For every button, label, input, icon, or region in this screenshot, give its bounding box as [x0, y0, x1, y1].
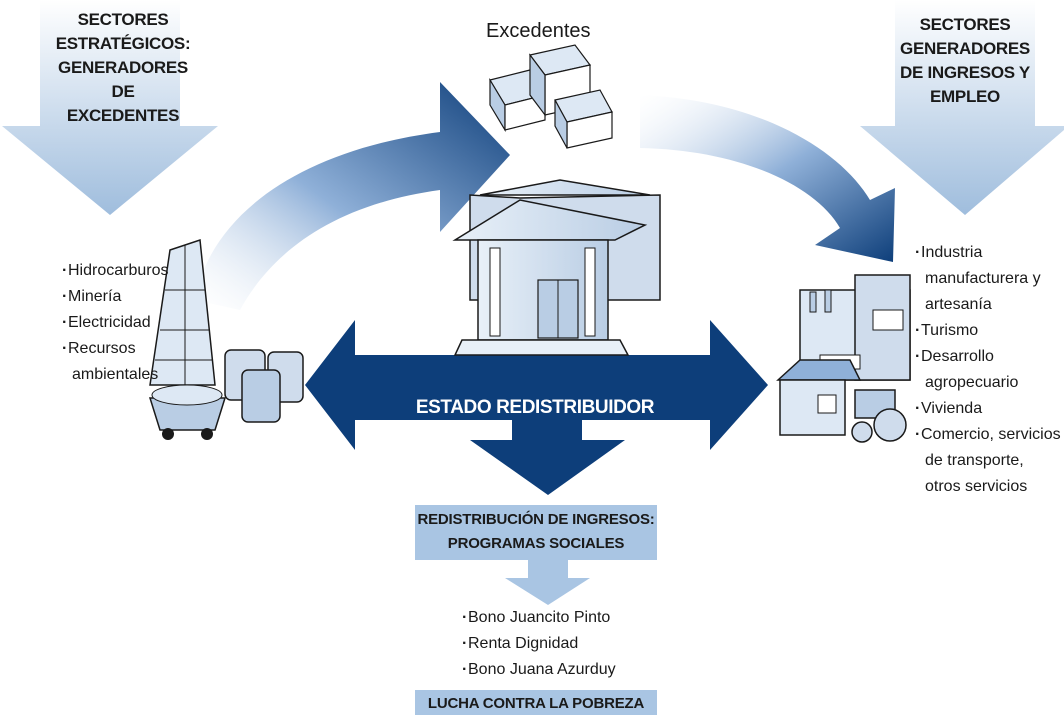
strategic-sectors-list: Hidrocarburos Minería Electricidad Recur… [62, 258, 168, 388]
bottom-bar-bg [415, 690, 657, 715]
programs-list: Bono Juancito Pinto Renta Dignidad Bono … [462, 605, 616, 683]
excedentes-label: Excedentes [486, 20, 591, 42]
left-arc-arrow [195, 82, 510, 310]
income-title-line-2: GENERADORES [900, 39, 1030, 58]
money-stacks-icon [489, 44, 613, 149]
income-title-line-4: EMPLEO [930, 87, 1000, 106]
mine-cart-icon [148, 384, 227, 440]
list-item: Electricidad [62, 310, 168, 336]
list-item: Renta Dignidad [462, 631, 616, 657]
redistribution-title-line-2: PROGRAMAS SOCIALES [447, 535, 625, 552]
list-item: Vivienda [915, 396, 1061, 422]
top-right-down-arrow [860, 0, 1064, 215]
strategic-title-line-4: DE EXCEDENTES [66, 82, 180, 125]
central-double-arrow [305, 320, 768, 495]
right-arc-arrow [640, 95, 895, 262]
strategic-title-line-3: GENERADORES [58, 58, 188, 77]
list-item: Turismo [915, 318, 1061, 344]
barrels-icon [224, 349, 304, 423]
list-item: Minería [62, 284, 168, 310]
redistribution-bar-bg [415, 505, 657, 560]
strategic-sectors-title: SECTORES ESTRATÉGICOS: GENERADORES DE EX… [55, 8, 191, 128]
income-title-line-1: SECTORES [919, 15, 1011, 34]
government-building-icon [452, 179, 661, 356]
tractor-icon [851, 389, 907, 443]
bottom-bar-label: LUCHA CONTRA LA POBREZA [427, 695, 645, 712]
strategic-title-line-1: SECTORES [77, 10, 169, 29]
income-sectors-title: SECTORES GENERADORES DE INGRESOS Y EMPLE… [893, 13, 1037, 109]
list-item: Hidrocarburos [62, 258, 168, 284]
redistribution-title: REDISTRIBUCIÓN DE INGRESOS: PROGRAMAS SO… [415, 508, 657, 556]
income-title-line-3: DE INGRESOS Y [900, 63, 1030, 82]
list-item: Bono Juancito Pinto [462, 605, 616, 631]
list-item: Bono Juana Azurduy [462, 657, 616, 683]
house-icon [776, 359, 862, 436]
redistribution-title-line-1: REDISTRIBUCIÓN DE INGRESOS: [417, 511, 655, 528]
top-left-down-arrow [2, 0, 218, 215]
small-down-arrow [505, 560, 590, 605]
estado-redistribuidor-label: ESTADO REDISTRIBUIDOR [415, 397, 655, 418]
strategic-title-line-2: ESTRATÉGICOS: [55, 34, 191, 53]
